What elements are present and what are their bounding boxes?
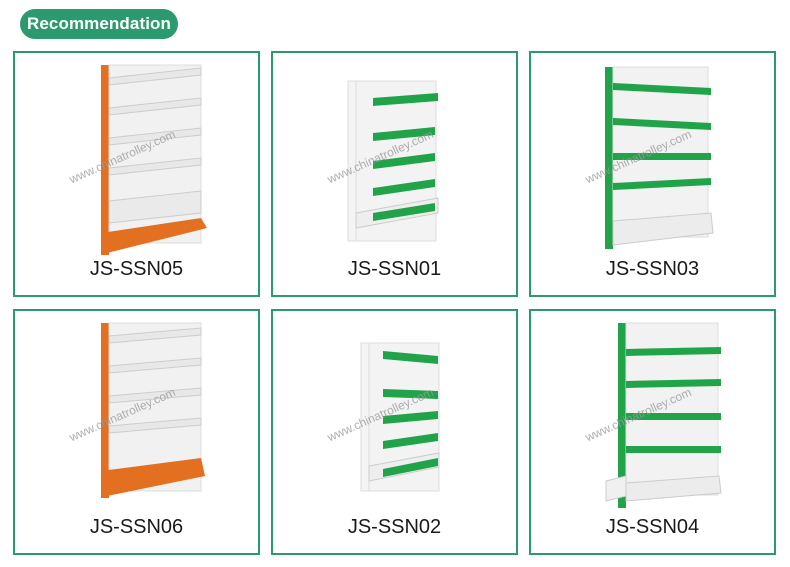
product-label: JS-SSN01 [347,258,442,280]
product-label: JS-SSN03 [605,258,700,280]
product-card[interactable]: www.chinatrolley.com JS-SSN06 [13,309,260,555]
product-label: JS-SSN06 [89,516,184,538]
product-card[interactable]: www.chinatrolley.com JS-SSN02 [271,309,518,555]
shelf-image-green-upright [605,322,722,508]
product-label: JS-SSN04 [605,516,700,538]
product-label: JS-SSN05 [89,258,184,280]
shelf-image-orange [101,64,207,255]
product-card[interactable]: www.chinatrolley.com JS-SSN04 [529,309,776,555]
product-label: JS-SSN02 [347,516,442,538]
shelf-image-green-edge [347,80,439,242]
shelf-image-green-edge [360,342,440,492]
shelf-image-orange [101,322,205,498]
product-card[interactable]: www.chinatrolley.com JS-SSN05 [13,51,260,297]
product-card[interactable]: www.chinatrolley.com JS-SSN03 [529,51,776,297]
recommendation-title: Recommendation [20,9,178,39]
product-card[interactable]: www.chinatrolley.com JS-SSN01 [271,51,518,297]
shelf-image-green-upright [605,66,714,249]
